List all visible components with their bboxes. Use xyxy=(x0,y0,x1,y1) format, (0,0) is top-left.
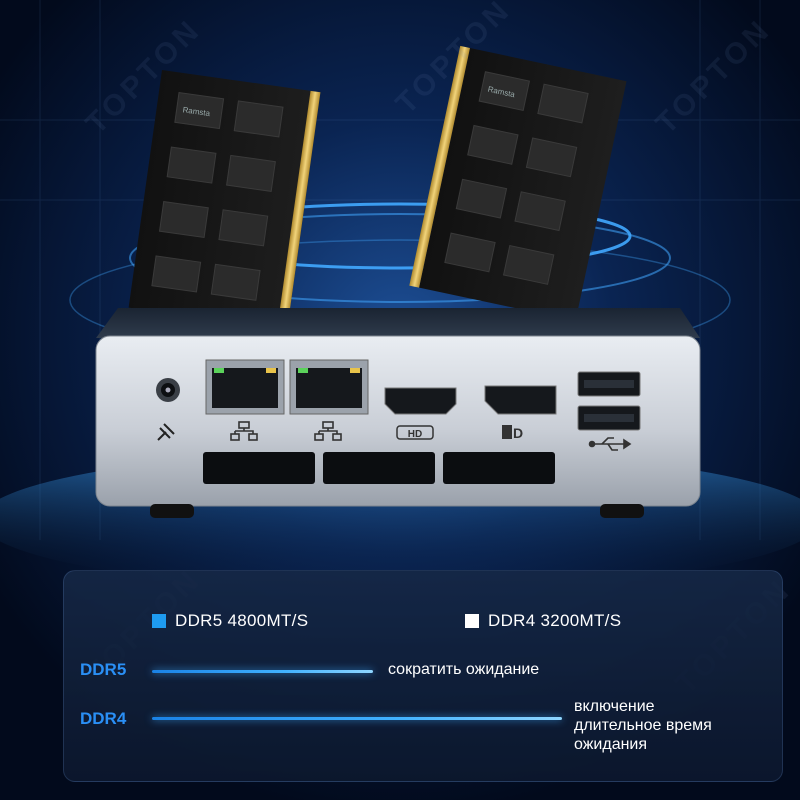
row-label-ddr4: DDR4 xyxy=(80,709,127,728)
latency-bar-ddr5 xyxy=(152,670,373,673)
comparison-panel xyxy=(63,570,783,782)
network-icon xyxy=(230,421,258,441)
network-icon xyxy=(314,421,342,441)
ram-brand-label: Ramsta xyxy=(182,105,211,118)
note-ddr4-line-2: длительное время xyxy=(574,717,712,734)
foot-left xyxy=(150,504,194,518)
note-ddr4-line-1: включение xyxy=(574,698,655,715)
legend-swatch-ddr5 xyxy=(152,614,166,628)
legend-swatch-ddr4 xyxy=(465,614,479,628)
legend-label-ddr4: DDR4 3200MT/S xyxy=(488,611,622,630)
row-label-ddr5: DDR5 xyxy=(80,660,127,679)
note-ddr4-line-3: ожидания xyxy=(574,736,648,753)
legend-ddr4: DDR4 3200MT/S xyxy=(465,611,621,631)
foot-right xyxy=(600,504,644,518)
displayport-icon: D xyxy=(502,425,523,441)
legend-ddr5: DDR5 4800MT/S xyxy=(152,611,308,631)
legend-label-ddr5: DDR5 4800MT/S xyxy=(175,611,309,630)
usb-port-2 xyxy=(577,405,641,431)
usb-port-1 xyxy=(577,371,641,397)
svg-text:HD: HD xyxy=(408,429,422,440)
usb-icon xyxy=(588,437,632,451)
mini-pc: HD D xyxy=(95,308,701,518)
latency-bar-ddr4 xyxy=(152,717,562,720)
note-ddr4: включение длительное время ожидания xyxy=(574,697,774,754)
ethernet-port-2 xyxy=(289,359,369,415)
ethernet-port-1 xyxy=(205,359,285,415)
ram-module-right: Ramsta xyxy=(409,45,627,321)
svg-text:D: D xyxy=(513,425,523,441)
displayport-port xyxy=(484,385,557,415)
note-ddr5: сократить ожидание xyxy=(388,661,540,678)
vent-grilles xyxy=(203,452,555,484)
hdmi-port xyxy=(384,387,457,415)
dc-power-jack xyxy=(156,378,180,402)
background-grid xyxy=(0,0,800,540)
hdmi-icon: HD xyxy=(396,425,434,440)
ram-module-left: Ramsta xyxy=(128,70,321,330)
power-plug-icon xyxy=(157,423,175,441)
glow-rings xyxy=(69,202,731,361)
